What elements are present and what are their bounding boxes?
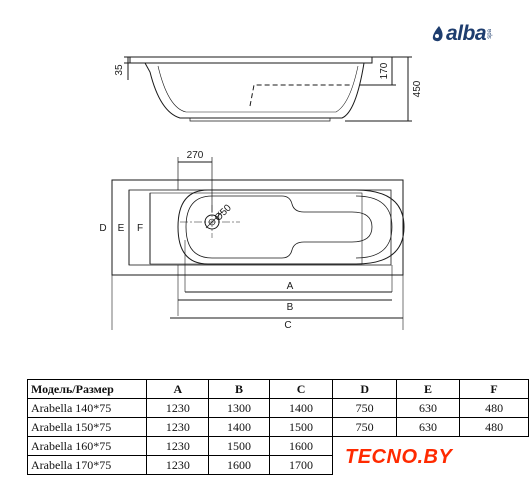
header-c: C [268, 379, 334, 399]
cell-model: Arabella 150*75 [26, 417, 148, 437]
side-view [124, 56, 412, 122]
table-header-row: Модель/Размер A B C D E F [26, 379, 529, 399]
dim-35: 35 [114, 64, 125, 76]
header-b: B [208, 379, 270, 399]
dim-270: 270 [187, 150, 204, 161]
header-a: A [146, 379, 210, 399]
cell-model: Arabella 170*75 [26, 455, 148, 475]
cell-c: 1500 [268, 417, 334, 437]
cell-d: 750 [332, 398, 397, 418]
dim-170: 170 [379, 62, 390, 79]
dim-label-d: D [99, 223, 106, 234]
cell-d: 750 [332, 417, 397, 437]
logo-sub: spa [487, 29, 494, 39]
dim-drain-diameter: Ø50 [213, 202, 234, 223]
top-view-outer-frame [111, 179, 404, 276]
cell-a: 1230 [146, 455, 210, 475]
cell-a: 1230 [146, 436, 210, 456]
cell-f: 480 [459, 417, 529, 437]
cell-e: 630 [395, 417, 461, 437]
cell-b: 1300 [208, 398, 270, 418]
cell-model: Arabella 140*75 [26, 398, 148, 418]
cell-f: 480 [459, 398, 529, 418]
cell-model: Arabella 160*75 [26, 436, 148, 456]
table-row: Arabella 170*75 1230 1600 1700 [26, 455, 529, 475]
table-row: Arabella 150*75 1230 1400 1500 750 630 4… [26, 417, 529, 437]
dim-450: 450 [412, 80, 423, 97]
dimensions-table: Модель/Размер A B C D E F Arabella 140*7… [26, 379, 529, 475]
dim-label-f: F [137, 223, 143, 234]
header-model: Модель/Размер [26, 379, 148, 399]
top-view [111, 157, 405, 330]
header-f: F [459, 379, 529, 399]
header-d: D [332, 379, 397, 399]
dim-label-b: B [287, 302, 294, 313]
top-view-basin [177, 189, 405, 265]
side-view-shell [144, 62, 365, 119]
side-view-rim [129, 56, 373, 64]
cell-b: 1400 [208, 417, 270, 437]
dim-label-c: C [284, 320, 291, 331]
table-row: Arabella 140*75 1230 1300 1400 750 630 4… [26, 398, 529, 418]
cell-c: 1600 [268, 436, 334, 456]
cell-b: 1500 [208, 436, 270, 456]
header-e: E [395, 379, 461, 399]
cell-e: 630 [395, 398, 461, 418]
cell-b: 1600 [208, 455, 270, 475]
cell-c: 1400 [268, 398, 334, 418]
table-row: Arabella 160*75 1230 1500 1600 [26, 436, 529, 456]
side-view-drain-dashed [249, 84, 352, 107]
tecno-by-watermark: TECNO.BY [345, 446, 453, 468]
dim-label-e: E [118, 223, 125, 234]
alba-spa-logo: alba spa [430, 22, 493, 46]
droplet-icon [432, 26, 443, 42]
dim-label-a: A [287, 281, 294, 292]
cell-a: 1230 [146, 398, 210, 418]
cell-c: 1700 [268, 455, 334, 475]
logo-text: alba [446, 22, 487, 45]
cell-a: 1230 [146, 417, 210, 437]
